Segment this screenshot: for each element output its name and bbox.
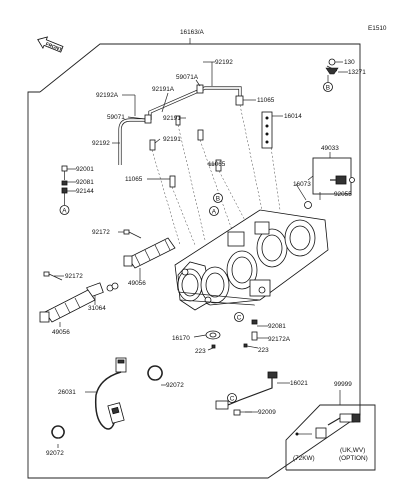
- label-92055: 92055: [334, 191, 352, 198]
- ref-circle-c-low: [227, 393, 237, 403]
- leader-16170: [193, 334, 207, 338]
- sensor-16021-icon: [215, 371, 278, 410]
- label-92072-b: 92072: [46, 450, 64, 457]
- label-92009: 92009: [258, 409, 276, 416]
- label-92081-left: 92081: [76, 179, 94, 186]
- label-49056-a: 49056: [128, 280, 146, 287]
- label-59071: 59071: [107, 114, 125, 121]
- label-92144: 92144: [76, 188, 94, 195]
- screw-92081-right-icon: [251, 319, 258, 341]
- label-11065-top: 11065: [257, 97, 275, 104]
- ref-circle-b-top: [323, 82, 333, 92]
- leader-92191-b: [154, 138, 161, 144]
- ref-circle-a-mid: [209, 206, 219, 216]
- label-16170: 16170: [172, 335, 190, 342]
- label-99999: 99999: [334, 381, 352, 388]
- leader-16073: [295, 183, 307, 201]
- label-92172-a: 92172: [92, 229, 110, 236]
- label-92191-a: 92191: [163, 115, 181, 122]
- clip-92072-a-icon: [147, 365, 163, 381]
- screw-92172-lower-icon: [43, 271, 63, 281]
- option-text: (OPTION): [339, 455, 368, 462]
- label-11065-mid: 11065: [208, 161, 226, 168]
- label-92001: 92001: [76, 166, 94, 173]
- label-92192-top: 92192: [215, 59, 233, 66]
- label-92192A: 92192A: [96, 92, 119, 99]
- label-59071A: 59071A: [176, 74, 199, 81]
- fuel-rail-49056-lower-icon: [39, 289, 96, 323]
- option-connector-icon: [295, 413, 361, 439]
- sensor-16170-icon: [205, 330, 221, 340]
- assembly-frame: [27, 43, 361, 479]
- ref-circle-b-mid: [213, 193, 223, 203]
- washer-16073-icon: [304, 201, 312, 209]
- leader-223-a: [207, 347, 214, 351]
- ref-b-top: B: [326, 85, 330, 92]
- ref-a-left: A: [62, 208, 67, 215]
- assembly-guide-lines: [151, 104, 281, 246]
- bolt-130-icon: [325, 58, 339, 75]
- sensor-16014-icon: [261, 111, 273, 149]
- fuel-rail-49056-upper-icon: [123, 237, 176, 269]
- ref-b-mid: B: [216, 196, 220, 203]
- label-92191-b: 92191: [163, 136, 181, 143]
- front-arrow-icon: FRONT: [37, 36, 64, 53]
- label-92072-a: 92072: [166, 382, 184, 389]
- label-92192-mid: 92192: [92, 140, 110, 147]
- label-13271: 13271: [348, 69, 366, 76]
- leader-92191A: [161, 92, 169, 113]
- label-223-b: 223: [258, 347, 269, 354]
- label-92172A: 92172A: [268, 336, 291, 343]
- option-box-frame: [285, 404, 376, 471]
- label-16073: 16073: [293, 181, 311, 188]
- ref-circle-c-mid: [234, 312, 244, 322]
- clip-92072-b-icon: [51, 425, 65, 439]
- leader-223-b: [246, 345, 259, 349]
- harness-26031-icon: [94, 357, 127, 430]
- label-31064: 31064: [88, 305, 106, 312]
- vacuum-hose-assembly: [118, 84, 244, 188]
- leader-sensor: [307, 175, 314, 181]
- screw-92172-upper-icon: [123, 229, 142, 239]
- label-92191A: 92191A: [152, 86, 175, 93]
- label-130: 130: [344, 59, 355, 66]
- label-11065-low: 11065: [125, 176, 143, 183]
- diagram-code: E1510: [368, 25, 387, 32]
- ref-c-low: C: [230, 396, 235, 403]
- front-label: FRONT: [44, 41, 62, 53]
- option-72kw: (72KW): [293, 455, 315, 462]
- label-49056-b: 49056: [52, 329, 70, 336]
- label-16021: 16021: [290, 380, 308, 387]
- label-16014: 16014: [284, 113, 302, 120]
- label-92172-b: 92172: [65, 273, 83, 280]
- clip-223-icon: [211, 343, 248, 349]
- label-49033: 49033: [321, 145, 339, 152]
- throttle-body-assembly: [174, 209, 329, 311]
- ref-c-mid: C: [237, 315, 242, 322]
- sensor-49033-icon: [330, 175, 355, 185]
- label-16163A: 16163/A: [180, 29, 205, 36]
- screw-92009-icon: [233, 409, 252, 416]
- ref-circle-a-left: [59, 205, 70, 215]
- label-223-a: 223: [195, 348, 206, 355]
- ref-a-mid: A: [212, 209, 217, 216]
- screw-set-left-icon: [61, 165, 68, 194]
- leader-59071A: [195, 79, 201, 87]
- label-92081-right: 92081: [268, 323, 286, 330]
- leader-59071: [127, 116, 146, 120]
- label-26031: 26031: [58, 389, 76, 396]
- option-region: (UK,WV): [340, 447, 365, 454]
